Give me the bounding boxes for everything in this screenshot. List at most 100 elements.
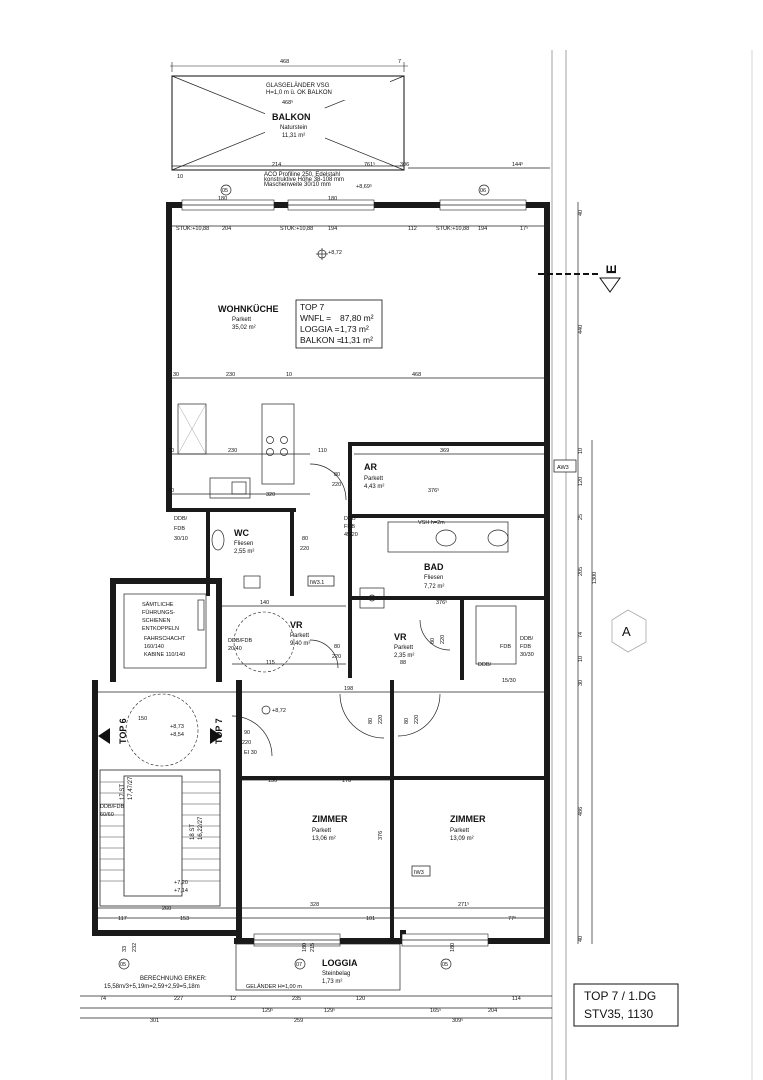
dim-label: 117 (118, 916, 127, 922)
room-area-zimmer2: 13,09 m² (450, 836, 474, 842)
dim-label: 306 (400, 162, 409, 168)
right-dimensions: 40 440 10 120 25 205 1300 74 10 30 486 4… (577, 202, 598, 944)
stair-ratio: 17,47/27 (128, 776, 134, 800)
dim-label: 376⁵ (428, 487, 439, 494)
room-name-vr1: VR (290, 620, 303, 630)
drain-note: ACO Profiline 250, Edelstahl (264, 172, 340, 178)
room-floor-wc: Fliesen (234, 541, 253, 547)
dim-label: 129⁵ (324, 1007, 335, 1014)
room-ar: 369 AR Parkett 4,43 m² 376⁵ AW3 80 220 (309, 442, 577, 518)
drain-note: Maschenweite 30/10 mm (264, 182, 331, 188)
detail-marker: 05 (222, 188, 228, 194)
detail-markers-top: 05 06 (220, 184, 490, 196)
stair-eye (123, 775, 183, 897)
room-area-ar: 4,43 m² (364, 484, 384, 490)
lift-note: 160/140 (144, 644, 164, 650)
dim-label: 165⁵ (430, 1007, 441, 1014)
room-floor-balkon: Naturstein (280, 125, 307, 131)
elevation-label: +8,72 (328, 250, 342, 256)
dim-label: 440 (578, 325, 584, 334)
duct-label: 20/40 (228, 646, 242, 652)
wall-type-label: AW3 (557, 465, 569, 471)
duct-label: 15/30 (502, 678, 516, 684)
dim-label: 468⁵ (282, 99, 293, 106)
duct-label: 60/60 (100, 812, 114, 818)
elevation-label: +8,73 (170, 724, 184, 730)
door-height: 220 (332, 654, 341, 660)
dim-label: 114 (512, 996, 521, 1002)
duct-label: FDB (500, 644, 511, 650)
title-unit-floor: TOP 7 / 1.DG (584, 989, 656, 1003)
dim-label: 369 (440, 448, 449, 454)
dim-label: 194 (328, 226, 337, 232)
fire-rating: EI 30 (244, 750, 257, 756)
duct-label: 45/20 (344, 532, 358, 538)
room-floor-zimmer2: Parkett (450, 828, 469, 834)
room-wc: WC Fliesen 2,55 m² 80 220 IW3.1 DDB/ FDB… (166, 508, 335, 596)
unit-entry-top6: TOP 6 (118, 718, 128, 744)
dim-label: 10 (578, 656, 584, 662)
bay-calculation: BERECHNUNG ERKER: 15,58m/3+5,19m=2,59+2,… (104, 976, 207, 990)
calc-formula: 15,58m/3+5,19m=2,59+2,59=5,18m (104, 984, 200, 990)
door-width: 80 (430, 638, 436, 644)
room-area-vr2: 2,35 m² (394, 653, 414, 659)
dim-label: 110 (318, 448, 327, 454)
dim-label: 227 (174, 996, 183, 1002)
dim-label: 204 (222, 226, 231, 232)
elevator-core: SÄMTLICHE FÜHRUNGS- SCHIENEN ENTKOPPELN … (110, 578, 222, 682)
door-height: 220 (440, 635, 446, 644)
duct-label: DDB/ (174, 516, 188, 522)
dim-label: 204 (488, 1008, 497, 1014)
dim-label: 10 (578, 448, 584, 454)
room-floor-vr2: Parkett (394, 645, 413, 651)
room-area-loggia: 1,73 m² (322, 979, 342, 985)
stair-labels: 17 ST 17,47/27 18 ST 16,22/27 DDB/FDB 60… (100, 776, 204, 912)
dim-label: 205 (578, 567, 584, 576)
room-vr1: 140 VR Parkett 9,40 m² DDB/FDB 20/40 115… (222, 600, 346, 673)
dim-label: 10 (177, 174, 183, 180)
room-wohnkueche: WOHNKÜCHE Parkett 35,02 m² (218, 304, 279, 331)
dim-label: 178 (342, 778, 351, 784)
balcony-note-glass: GLASGELÄNDER VSG (266, 82, 330, 89)
elevation-label: +8,72 (272, 708, 286, 714)
dim-label: 129⁵ (262, 1007, 273, 1014)
shaft-note: SCHIENEN (142, 618, 170, 624)
unit-summary: TOP 7 WNFL = 87,80 m² LOGGIA = 1,73 m² B… (295, 299, 383, 349)
dim-label: 235 (292, 996, 301, 1002)
dim-label: 230 (226, 372, 235, 378)
kitchen-dims: 20 230 110 40 320 (168, 448, 327, 498)
wall-type-label: IW3.1 (310, 580, 324, 586)
title-block: TOP 7 / 1.DG STV35, 1130 (573, 983, 679, 1027)
detail-marker: 06 (480, 188, 486, 194)
stair-outline (99, 769, 221, 907)
dim-label: 140 (260, 600, 269, 606)
elevation-label: +8,54 (170, 732, 184, 738)
room-name-loggia: LOGGIA (322, 958, 358, 968)
balcony-note-height: H=1,0 m ü. OK BALKON (266, 90, 332, 96)
door-height: 220 (300, 546, 309, 552)
room-area-wc: 2,55 m² (234, 549, 254, 555)
room-name-wc: WC (234, 528, 249, 538)
unit-name: TOP 7 (300, 302, 325, 312)
duct-label: FDB (344, 524, 355, 530)
dim-label: 10 (286, 372, 292, 378)
duct-label: FDB (520, 644, 531, 650)
room-vr2: VR Parkett 2,35 m² 80 220 88 DDB/ FDB 15… (394, 600, 534, 684)
stair-count: 17 ST (120, 784, 126, 800)
dim-label: 468 (412, 372, 421, 378)
room-floor-bad: Fliesen (424, 575, 443, 581)
dim-label: 40 (168, 488, 174, 494)
door-width: 80 (368, 718, 374, 724)
wall-type-label: IW3 (414, 870, 424, 876)
dim-label: 144⁵ (512, 161, 523, 168)
top-dimension-line: 468 7 (170, 59, 408, 72)
door-height: 220 (414, 715, 420, 724)
door-height: 220 (332, 482, 341, 488)
dim-label: 30 (173, 372, 179, 378)
bath-note: VSH h=2m (418, 520, 445, 526)
railing-note: GELÄNDER H=1,00 m (246, 983, 302, 990)
drain-note: konstruktive Höhe 38-108 mm (264, 177, 344, 183)
stuk-label: STUK:+10,88 (436, 226, 469, 232)
dim-label: 112 (408, 226, 417, 232)
dim-label: 486 (578, 807, 584, 816)
